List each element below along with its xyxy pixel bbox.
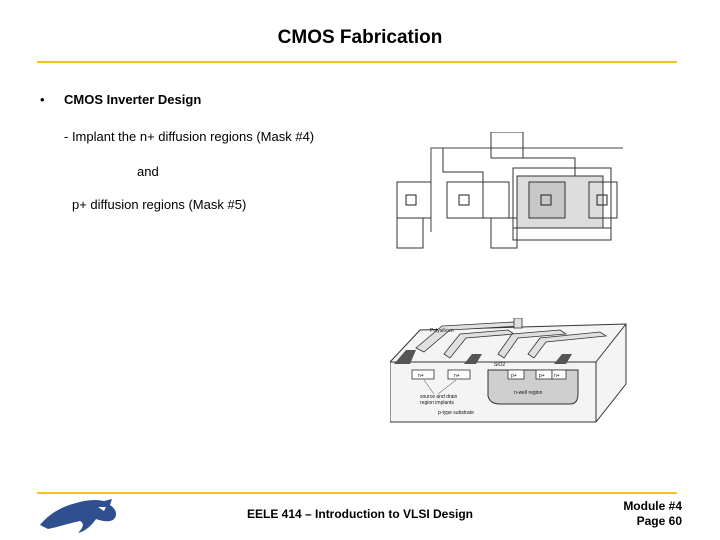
label-n-plus-2: n+ xyxy=(454,373,460,379)
page-number: Page 60 xyxy=(636,514,682,528)
body-line-p-plus: p+ diffusion regions (Mask #5) xyxy=(72,197,247,212)
leader-line-2 xyxy=(437,379,457,395)
diffusion-n-plus-1 xyxy=(411,369,435,380)
top-divider xyxy=(37,61,677,63)
body-line-n-plus: - Implant the n+ diffusion regions (Mask… xyxy=(64,129,315,144)
bullet-marker: • xyxy=(40,92,45,107)
label-n-plus-1: n+ xyxy=(418,373,424,379)
nmos-active-box-mid xyxy=(446,181,484,219)
poly-outline-d xyxy=(491,132,524,158)
diffusion-p-plus-1 xyxy=(507,369,525,380)
field-oxide-3 xyxy=(554,354,572,364)
label-p-plus-2: p+ xyxy=(539,373,545,379)
leader-line-1 xyxy=(423,379,435,395)
output-box xyxy=(482,181,510,219)
contact-4 xyxy=(596,194,608,206)
poly-outline-a xyxy=(430,147,623,232)
field-oxide-2 xyxy=(464,354,482,364)
slide-title: CMOS Fabrication xyxy=(277,27,443,48)
mask-layout-diagram xyxy=(396,132,623,249)
surface-depth-line xyxy=(595,323,627,363)
body-line-and: and xyxy=(137,164,159,179)
course-title: EELE 414 – Introduction to VLSI Design xyxy=(246,507,474,521)
nmos-active-box-left xyxy=(396,181,432,219)
poly-strip-4 xyxy=(527,331,608,359)
diffusion-n-plus-2 xyxy=(447,369,471,380)
label-source-drain: source and drain xyxy=(420,394,457,400)
poly-strip-3 xyxy=(497,329,568,359)
nmos-contact-tab-left xyxy=(396,217,424,249)
module-info: Module #4 Page 60 xyxy=(623,499,682,529)
poly-contact-tab xyxy=(513,318,523,329)
contact-2 xyxy=(458,194,470,206)
module-number: Module #4 xyxy=(623,499,682,513)
cross-section-diagram: Polysilicon SiO2 n+ n+ p+ p+ n+ n-well r… xyxy=(390,318,627,423)
label-sio2: SiO2 xyxy=(494,362,505,368)
contact-3 xyxy=(540,194,552,206)
label-p-plus-1: p+ xyxy=(511,373,517,379)
label-region-implants: region implants xyxy=(420,400,454,406)
bobcat-logo xyxy=(40,499,117,533)
label-n-plus-3: n+ xyxy=(554,373,560,379)
diffusion-n-plus-3 xyxy=(551,369,567,380)
contact-1 xyxy=(405,194,417,206)
bottom-divider xyxy=(37,492,677,494)
bullet-heading: CMOS Inverter Design xyxy=(64,92,202,107)
poly-outline-b xyxy=(442,148,484,182)
label-n-well: n-well region xyxy=(514,390,543,396)
label-substrate: p-type substrate xyxy=(438,410,474,416)
pmos-contact-box-right xyxy=(588,181,618,219)
nwell-lower-strip xyxy=(512,227,612,241)
field-oxide-1 xyxy=(394,350,416,364)
pmos-active-box xyxy=(528,181,566,219)
label-polysilicon: Polysilicon xyxy=(430,328,454,334)
